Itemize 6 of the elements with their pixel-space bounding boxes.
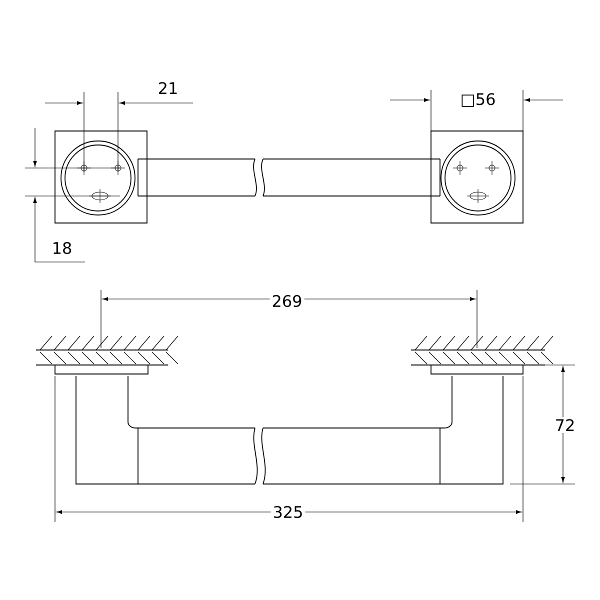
dimension-label: □56 (458, 91, 498, 109)
dimension-label: 72 (552, 417, 578, 433)
dimension-label: 18 (50, 240, 74, 256)
dimension-label: 269 (270, 292, 304, 310)
dimension-label: 325 (270, 504, 306, 520)
dimension-label: 21 (156, 80, 180, 96)
